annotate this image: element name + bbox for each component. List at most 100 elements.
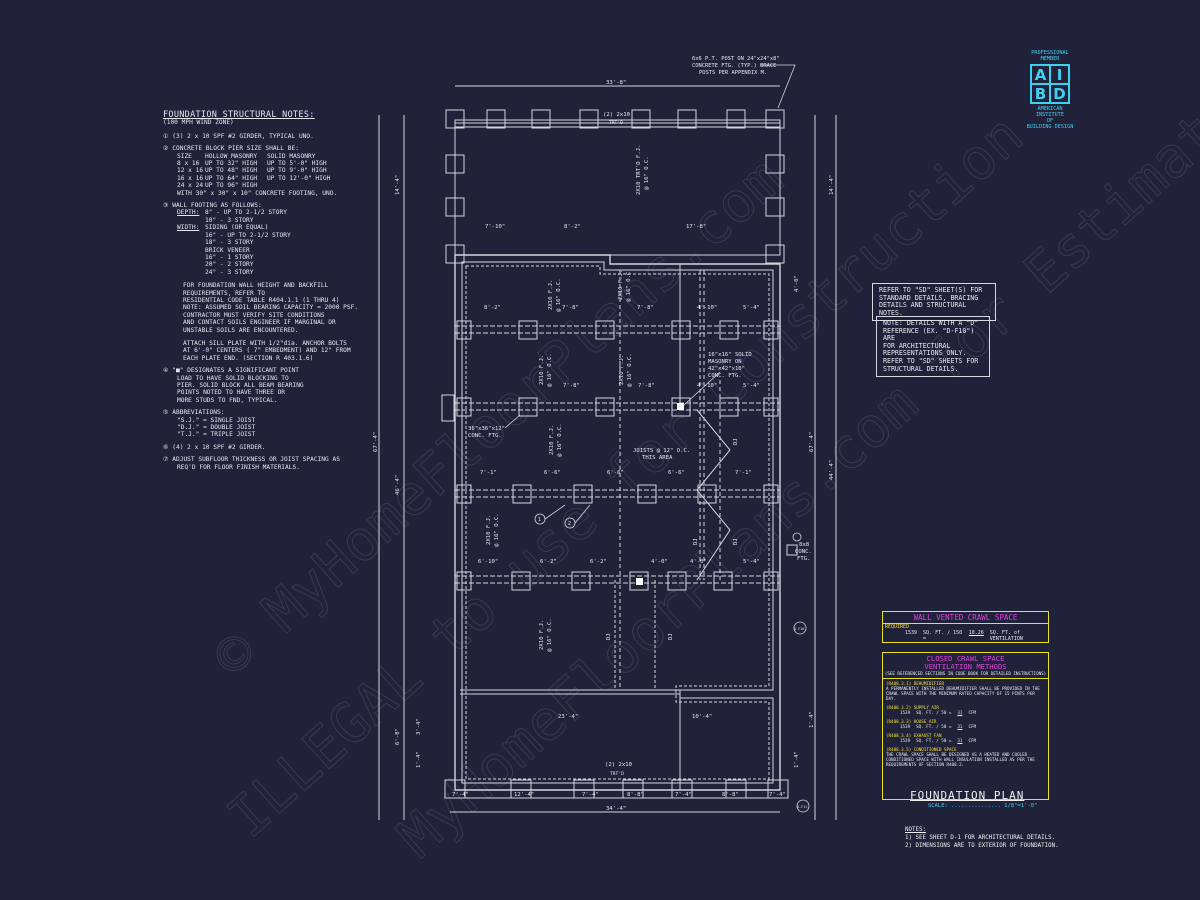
dim-left-2: 67'-4" — [373, 432, 379, 452]
note-5: ⑤ ABBREVIATIONS: — [163, 409, 225, 417]
joist-spacing-3: @ 16" O.C. — [547, 353, 553, 387]
dim-b-1: 7'-8" — [562, 305, 579, 311]
note-1: ① (3) 2 x 10 SPF #2 GIRDER, TYPICAL UNO. — [163, 132, 314, 140]
note-3: ③ WALL FOOTING AS FOLLOWS: — [163, 202, 262, 210]
joists-note-1: JOISTS @ 12" O.C. — [633, 448, 690, 454]
closed-crawl-title-2: VENTILATION METHODS — [924, 662, 1007, 671]
deck-joist-sub: @ 16" O.C. — [644, 156, 650, 190]
ftg-8x8-1: 8x8 — [799, 542, 810, 548]
joist-label-2: 2X10 F.J. — [618, 270, 624, 300]
dim-left-4: 3'-4" — [416, 718, 422, 735]
joist-spacing-1: @ 16" O.C. — [556, 278, 562, 312]
ftg-8x8-2: CONC. — [795, 549, 812, 555]
joist-spacing-6: @ 16" O.C. — [494, 513, 500, 547]
closed-crawl-title-1: CLOSED CRAWL SPACE — [926, 654, 1005, 663]
dim-a-1: 8'-2" — [564, 224, 581, 230]
note-4: ④ "■" DESIGNATES A SIGNIFICANT POINT — [163, 367, 299, 375]
dim-a-0: 7'-10" — [485, 224, 505, 230]
dim-c-2: 4'-10" — [697, 383, 717, 389]
logo-letter-b: B — [1031, 84, 1050, 103]
joist-spacing-2: @ 16" O.C. — [626, 268, 632, 302]
dim-b-0: 8'-2" — [484, 305, 501, 311]
detail-callout-ftg — [792, 532, 802, 542]
note-2: ② CONCRETE BLOCK PIER SIZE SHALL BE: — [163, 145, 299, 153]
joist-label-4: 2X10 F.J. — [619, 355, 625, 385]
foundation-structural-notes: FOUNDATION STRUCTURAL NOTES: (100 MPH WI… — [163, 110, 363, 471]
logo-letter-d: D — [1050, 84, 1069, 103]
wall-vent-result: 10.26 — [968, 630, 984, 636]
joist-spacing-4: @ 16" O.C. — [627, 353, 633, 387]
dim-e-4: 4'-0" — [690, 559, 707, 565]
dim-right-3: 1'-4" — [809, 711, 815, 728]
dim-top-overall: 33'-8" — [606, 80, 626, 86]
dj-label-4: DJ — [606, 633, 612, 640]
joist-label-6: 2X10 F.J. — [486, 515, 492, 545]
wall-vent-required: REQUIRED — [885, 624, 910, 630]
note-7: ⑦ ADJUST SUBFLOOR THICKNESS OR JOIST SPA… — [163, 456, 340, 464]
dim-left-1: 46'-4" — [395, 475, 401, 495]
dj-label-2: DJ — [733, 538, 739, 545]
dim-inner-bot-1: 10'-4" — [692, 714, 712, 720]
architectural-note-box: NOTE: DETAILS WITH A "D"REFERENCE (EX. "… — [876, 316, 990, 378]
dim-inner-bot-0: 23'-4" — [558, 714, 578, 720]
dim-e-2: 6'-2" — [590, 559, 607, 565]
detail-callout-d-f10 — [793, 621, 807, 635]
conc-ftg-2: CONC. FTG. — [468, 433, 502, 439]
dim-left-0: 14'-4" — [395, 175, 401, 195]
dim-d-2: 6'-6" — [607, 470, 624, 476]
notes-title: FOUNDATION STRUCTURAL NOTES: — [163, 110, 315, 120]
dim-bottom-4: 7'-4" — [675, 792, 692, 798]
dj-label-5: DJ — [668, 633, 674, 640]
dim-right-0: 14'-4" — [829, 175, 835, 195]
dim-e-3: 4'-0" — [651, 559, 668, 565]
point-load-marker — [677, 403, 684, 410]
dim-bottom-6: 7'-4" — [769, 792, 786, 798]
dim-left-5: 1'-4" — [416, 751, 422, 768]
masonry-note-1: 16"x16" SOLID — [708, 352, 752, 358]
logo-letter-i: I — [1050, 65, 1069, 84]
dim-bottom-3: 8'-8" — [627, 792, 644, 798]
detail-callout-d-f11 — [796, 799, 810, 813]
callout-4-text: D-F11 — [797, 805, 807, 809]
masonry-note-2: MASONRY ON — [708, 359, 742, 365]
dj-label-3: DJ — [693, 538, 699, 545]
joists-note-2: THIS AREA — [642, 455, 673, 461]
dim-b-2: 7'-8" — [637, 305, 654, 311]
aibd-logo: PROFESSIONAL MEMBER A I B D AMERICAN INS… — [1026, 50, 1074, 130]
footing-table: DEPTH:8" - UP TO 2-1/2 STORY 10" - 3 STO… — [177, 209, 291, 276]
wall-vented-crawl-table: WALL VENTED CRAWL SPACE REQUIRED 1539 SQ… — [882, 611, 1049, 643]
footer-notes: NOTES: 1) SEE SHEET D-1 FOR ARCHITECTURA… — [905, 827, 1059, 849]
deck-joist-label: 2X10 TRT'D F.J. — [636, 144, 642, 195]
plan-title: FOUNDATION PLAN — [910, 789, 1025, 802]
masonry-note-3: 42"x42"x10" — [708, 366, 745, 372]
dim-e-0: 6'-10" — [478, 559, 498, 565]
girder-top-label: (2) 2x10 — [603, 112, 630, 118]
plan-scale: SCALE: ............... 1/8"=1'-0" — [928, 803, 1038, 809]
dj-label-1: DJ — [733, 438, 739, 445]
callout-1-text: 1 — [538, 517, 541, 523]
callout-2-text: 2 — [568, 521, 571, 527]
joist-label-7: 2X10 F.J. — [539, 620, 545, 650]
closed-crawl-table: CLOSED CRAWL SPACE VENTILATION METHODS (… — [882, 652, 1049, 800]
ftg-8x8-3: FTG. — [797, 556, 810, 562]
dim-c-0: 7'-8" — [563, 383, 580, 389]
dim-c-3: 5'-4" — [743, 383, 760, 389]
girder-top-sub: TRT'D — [609, 120, 623, 126]
callout-3-text: D-F10 — [794, 627, 804, 631]
post-callout-1: 6x6 P.T. POST ON 24"x24"x8" — [692, 56, 780, 62]
dim-bottom-1: 12'-4" — [514, 792, 534, 798]
point-load-marker — [636, 578, 643, 585]
joist-label-3: 2X10 F.J. — [539, 355, 545, 385]
joist-spacing-7: @ 16" O.C. — [547, 618, 553, 652]
dim-right-2: 67'-4" — [809, 432, 815, 452]
dim-c-1: 7'-8" — [638, 383, 655, 389]
dim-e-5: 5'-4" — [743, 559, 760, 565]
girder-bot-label: (2) 2x10 — [605, 762, 632, 768]
wall-vent-area: 1539 — [905, 630, 918, 636]
logo-letter-a: A — [1031, 65, 1050, 84]
dim-left-3: 6'-8" — [395, 728, 401, 745]
